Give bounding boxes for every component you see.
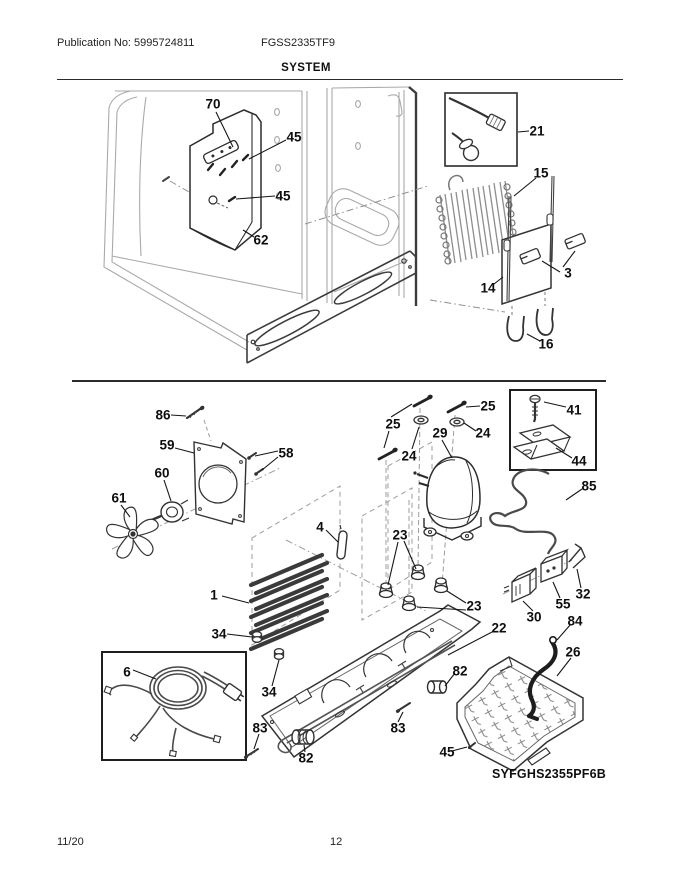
callout-15: 15: [533, 165, 549, 181]
inset-box-41-44: [509, 389, 597, 471]
inset-box-6: [101, 651, 247, 761]
cabinet-outline: [103, 86, 410, 351]
drain-hose-84: [526, 635, 558, 721]
callout-45-c: 45: [439, 744, 455, 760]
clips-34: [251, 631, 285, 660]
callout-62: 62: [253, 232, 269, 248]
callout-32: 32: [575, 586, 591, 602]
callout-3: 3: [564, 265, 572, 281]
callout-22: 22: [491, 620, 507, 636]
callout-34-a: 34: [211, 626, 227, 642]
model-number: FGSS2335TF9: [261, 37, 335, 49]
callout-45-a: 45: [286, 129, 302, 145]
callout-26: 26: [565, 644, 581, 660]
callout-85: 85: [581, 478, 597, 494]
condenser-coil-1: [248, 552, 330, 652]
callout-45-b: 45: [275, 188, 291, 204]
callout-60: 60: [154, 465, 170, 481]
cabinet-base-rail: [246, 86, 418, 364]
publication-number: Publication No: 5995724811: [57, 37, 195, 49]
drain-pan-26: [456, 656, 584, 772]
callout-70: 70: [205, 96, 221, 112]
callout-41: 41: [566, 402, 582, 418]
tiny-screw: [162, 176, 170, 182]
callout-30: 30: [526, 609, 542, 625]
small-screws: [243, 702, 476, 759]
callout-1: 1: [210, 587, 218, 603]
callout-58: 58: [278, 445, 294, 461]
assembly-model-code: SYFGHS2355PF6B: [492, 767, 606, 781]
rear-panel-14: [501, 175, 586, 342]
callout-84: 84: [567, 613, 583, 629]
callout-59: 59: [159, 437, 175, 453]
callout-86: 86: [155, 407, 171, 423]
base-pan-22: [260, 604, 482, 759]
callout-25-a: 25: [385, 416, 401, 432]
compressor-29: [413, 456, 482, 541]
footer-page-number: 12: [330, 836, 343, 848]
callout-21: 21: [529, 123, 545, 139]
inset-box-21: [444, 92, 518, 167]
callout-34-b: 34: [261, 684, 277, 700]
callout-16: 16: [538, 336, 554, 352]
callout-83-b: 83: [390, 720, 406, 736]
header-rule: [57, 79, 623, 81]
callout-83-a: 83: [252, 720, 268, 736]
callout-24-a: 24: [401, 448, 417, 464]
footer-date: 11/20: [57, 836, 84, 848]
cover-screws-45-70: [206, 153, 250, 203]
callout-82-b: 82: [298, 750, 314, 766]
callout-14: 14: [480, 280, 496, 296]
callout-23-a: 23: [392, 527, 408, 543]
evaporator-cover-62: [189, 109, 262, 251]
relay-parts: [503, 543, 586, 604]
callout-82-a: 82: [452, 663, 468, 679]
drier-4: [336, 524, 348, 560]
rollers-82: [291, 680, 448, 745]
page-title: SYSTEM: [281, 62, 331, 74]
callout-6: 6: [123, 664, 131, 680]
leader-lines: [120, 111, 583, 753]
heat-loop-tube-85: [489, 468, 557, 555]
callout-29: 29: [432, 425, 448, 441]
section-divider: [72, 380, 606, 383]
callout-61: 61: [111, 490, 127, 506]
callout-23-b: 23: [466, 598, 482, 614]
callout-55: 55: [555, 596, 571, 612]
callout-24-b: 24: [475, 425, 491, 441]
callout-4: 4: [316, 519, 324, 535]
callout-44: 44: [571, 453, 587, 469]
fan-assembly: [106, 405, 264, 559]
mounting-hardware: [377, 394, 467, 612]
callout-25-b: 25: [480, 398, 496, 414]
